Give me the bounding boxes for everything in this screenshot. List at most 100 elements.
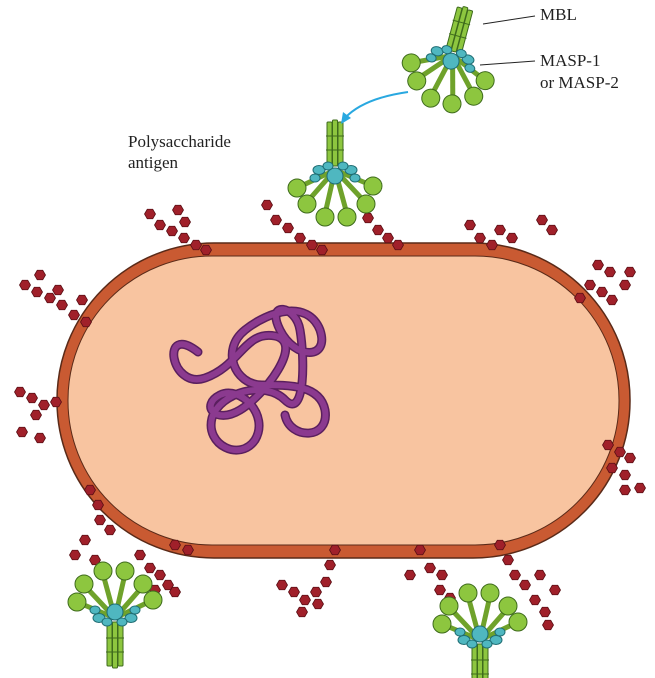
- polysaccharide-hexagon-icon: [57, 300, 68, 310]
- polysaccharide-hexagon-icon: [80, 535, 91, 545]
- polysaccharide-hexagon-icon: [537, 215, 548, 225]
- polysaccharide-hexagon-icon: [283, 223, 294, 233]
- polysaccharide-hexagon-icon: [277, 580, 288, 590]
- polysaccharide-hexagon-icon: [597, 287, 608, 297]
- polysaccharide-hexagon-icon: [415, 545, 426, 555]
- polysaccharide-hexagon-icon: [330, 545, 341, 555]
- mbl-complex-bound-bottom-right: [433, 584, 527, 678]
- polysaccharide-hexagon-icon: [585, 280, 596, 290]
- polysaccharide-hexagon-icon: [507, 233, 518, 243]
- polysaccharide-hexagon-icon: [27, 393, 38, 403]
- polysaccharide-hexagon-icon: [615, 447, 626, 457]
- polysaccharide-hexagon-icon: [437, 570, 448, 580]
- polysaccharide-hexagon-icon: [180, 217, 191, 227]
- polysaccharide-hexagon-icon: [81, 317, 92, 327]
- polysaccharide-hexagon-icon: [135, 550, 146, 560]
- polysaccharide-hexagon-icon: [95, 515, 106, 525]
- polysaccharide-hexagon-icon: [405, 570, 416, 580]
- polysaccharide-hexagon-icon: [593, 260, 604, 270]
- polysaccharide-antigen-label-line1: Polysaccharide: [128, 132, 231, 151]
- polysaccharide-hexagon-icon: [35, 433, 46, 443]
- polysaccharide-hexagon-icon: [475, 233, 486, 243]
- polysaccharide-hexagon-icon: [575, 293, 586, 303]
- polysaccharide-hexagon-icon: [311, 587, 322, 597]
- polysaccharide-hexagon-icon: [625, 267, 636, 277]
- polysaccharide-hexagon-icon: [39, 400, 50, 410]
- polysaccharide-hexagon-icon: [321, 577, 332, 587]
- polysaccharide-hexagon-icon: [425, 563, 436, 573]
- polysaccharide-hexagon-icon: [69, 310, 80, 320]
- polysaccharide-hexagon-icon: [155, 570, 166, 580]
- polysaccharide-hexagon-icon: [393, 240, 404, 250]
- polysaccharide-hexagon-icon: [520, 580, 531, 590]
- polysaccharide-hexagon-icon: [31, 410, 42, 420]
- polysaccharide-hexagon-icon: [635, 483, 646, 493]
- masp-label-line1: MASP-1: [540, 51, 600, 70]
- polysaccharide-hexagon-icon: [530, 595, 541, 605]
- polysaccharide-hexagon-icon: [313, 599, 324, 609]
- polysaccharide-hexagon-icon: [510, 570, 521, 580]
- polysaccharide-hexagon-icon: [145, 563, 156, 573]
- polysaccharide-hexagon-icon: [297, 607, 308, 617]
- polysaccharide-hexagon-icon: [363, 213, 374, 223]
- polysaccharide-hexagon-icon: [535, 570, 546, 580]
- polysaccharide-hexagon-icon: [503, 555, 514, 565]
- polysaccharide-hexagon-icon: [183, 545, 194, 555]
- polysaccharide-hexagon-icon: [191, 240, 202, 250]
- mbl-leader-line: [483, 16, 535, 24]
- polysaccharide-hexagon-icon: [603, 440, 614, 450]
- polysaccharide-hexagon-icon: [20, 280, 31, 290]
- polysaccharide-hexagon-icon: [620, 470, 631, 480]
- masp-leader-line: [480, 61, 535, 65]
- polysaccharide-hexagon-icon: [289, 587, 300, 597]
- polysaccharide-hexagon-icon: [495, 540, 506, 550]
- polysaccharide-hexagon-icon: [51, 397, 62, 407]
- polysaccharide-hexagon-icon: [145, 209, 156, 219]
- polysaccharide-hexagon-icon: [495, 225, 506, 235]
- masp-label-line2: or MASP-2: [540, 73, 619, 92]
- polysaccharide-hexagon-icon: [625, 453, 636, 463]
- polysaccharide-hexagon-icon: [53, 285, 64, 295]
- polysaccharide-hexagon-icon: [173, 205, 184, 215]
- polysaccharide-hexagon-icon: [85, 485, 96, 495]
- polysaccharide-hexagon-icon: [15, 387, 26, 397]
- polysaccharide-hexagon-icon: [540, 607, 551, 617]
- polysaccharide-hexagon-icon: [17, 427, 28, 437]
- polysaccharide-hexagon-icon: [271, 215, 282, 225]
- mbl-label: MBL: [540, 5, 577, 24]
- mbl-complex-free: [393, 0, 511, 122]
- polysaccharide-hexagon-icon: [307, 240, 318, 250]
- polysaccharide-hexagon-icon: [35, 270, 46, 280]
- mbl-complex-bound-top: [288, 120, 382, 226]
- polysaccharide-hexagon-icon: [543, 620, 554, 630]
- mbl-complex-bound-bottom-left: [68, 562, 162, 668]
- polysaccharide-hexagon-icon: [383, 233, 394, 243]
- polysaccharide-hexagon-icon: [620, 280, 631, 290]
- polysaccharide-hexagon-icon: [620, 485, 631, 495]
- polysaccharide-hexagon-icon: [170, 587, 181, 597]
- polysaccharide-hexagon-icon: [325, 560, 336, 570]
- binding-arrow-icon: [341, 92, 408, 124]
- polysaccharide-hexagon-icon: [607, 295, 618, 305]
- polysaccharide-hexagon-icon: [317, 245, 328, 255]
- polysaccharide-hexagon-icon: [93, 500, 104, 510]
- polysaccharide-hexagon-icon: [167, 226, 178, 236]
- polysaccharide-hexagon-icon: [179, 233, 190, 243]
- polysaccharide-hexagon-icon: [465, 220, 476, 230]
- polysaccharide-antigen-label-line2: antigen: [128, 153, 179, 172]
- cytoplasm: [68, 256, 619, 545]
- polysaccharide-hexagon-icon: [435, 585, 446, 595]
- polysaccharide-hexagon-icon: [45, 293, 56, 303]
- polysaccharide-hexagon-icon: [201, 245, 212, 255]
- polysaccharide-hexagon-icon: [300, 595, 311, 605]
- polysaccharide-hexagon-icon: [155, 220, 166, 230]
- polysaccharide-hexagon-icon: [373, 225, 384, 235]
- polysaccharide-hexagon-icon: [170, 540, 181, 550]
- polysaccharide-hexagon-icon: [77, 295, 88, 305]
- polysaccharide-hexagon-icon: [487, 240, 498, 250]
- polysaccharide-hexagon-icon: [32, 287, 43, 297]
- polysaccharide-hexagon-icon: [262, 200, 273, 210]
- polysaccharide-hexagon-icon: [550, 585, 561, 595]
- polysaccharide-hexagon-icon: [70, 550, 81, 560]
